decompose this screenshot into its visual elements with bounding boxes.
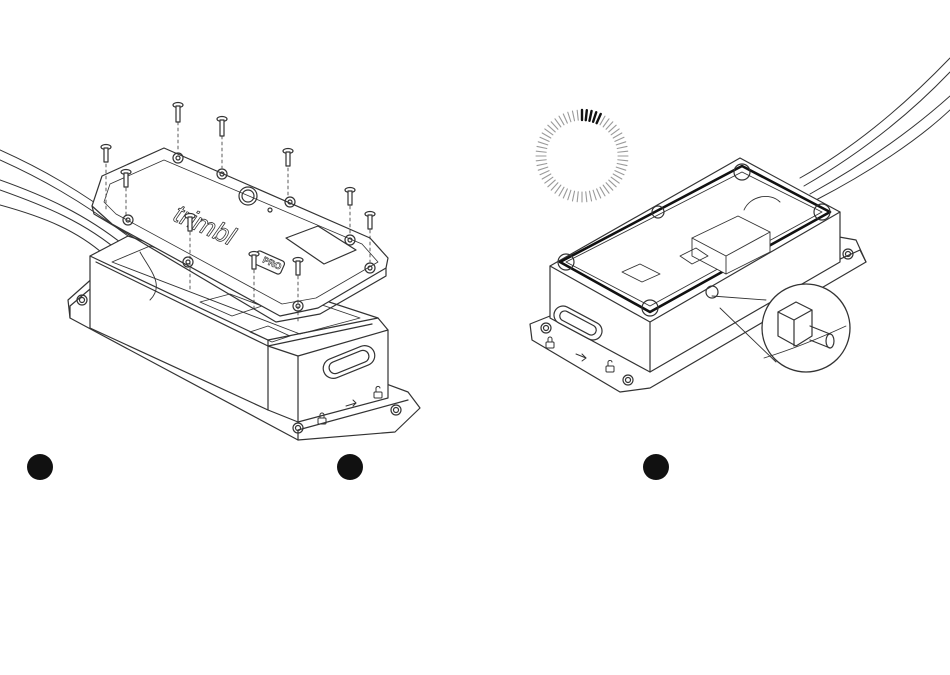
timer-tick [540, 137, 549, 141]
timer-tick-active [593, 112, 596, 122]
timer-tick [538, 167, 548, 170]
screw-icon [173, 103, 183, 153]
illustration-step-2 [530, 58, 950, 392]
timer-tick [617, 163, 627, 165]
timer-tick [616, 167, 626, 170]
timer-tick [615, 171, 624, 175]
timer-tick [613, 133, 622, 138]
timer-tick [559, 187, 564, 196]
timer-tick [563, 189, 567, 198]
timer-tick-active [597, 114, 601, 123]
timer-tick [597, 189, 601, 198]
timer-tick [603, 119, 609, 127]
timer-tick [568, 190, 571, 200]
step-3-marker [643, 454, 669, 480]
illustration-step-1: trimbl PRO [0, 103, 420, 441]
timer-tick [617, 146, 627, 148]
timer-tick [568, 112, 571, 122]
timer-tick [548, 180, 555, 187]
timer-tick [589, 191, 591, 201]
timer-tick [606, 122, 613, 129]
timer-tick [600, 187, 605, 196]
timer-tick [559, 116, 564, 125]
timer-dial-icon [536, 110, 628, 202]
timer-tick [551, 183, 558, 190]
timer-tick [577, 110, 578, 120]
timer-tick [611, 177, 619, 183]
timer-tick [542, 174, 551, 179]
timer-tick [551, 122, 558, 129]
timer-tick [536, 160, 546, 161]
timer-tick [611, 129, 619, 135]
timer-tick [618, 151, 628, 152]
timer-tick [613, 174, 622, 179]
timer-tick [600, 116, 605, 125]
timer-tick [540, 171, 549, 175]
timer-tick [593, 190, 596, 200]
timer-tick [577, 192, 578, 202]
timer-tick [616, 142, 626, 145]
step-2-marker [337, 454, 363, 480]
timer-tick [586, 192, 587, 202]
timer-tick [537, 146, 547, 148]
screw-icon [217, 117, 227, 169]
timer-tick [609, 125, 616, 132]
timer-tick [572, 191, 574, 201]
step-1-marker [27, 454, 53, 480]
timer-tick [606, 183, 613, 190]
cable-bundle-right [800, 58, 950, 200]
timer-tick-active [589, 111, 591, 121]
timer-tick [603, 185, 609, 193]
screw-icon [283, 149, 293, 197]
timer-tick [537, 163, 547, 165]
timer-tick [538, 142, 548, 145]
timer-tick [572, 111, 574, 121]
timer-tick [545, 129, 553, 135]
timer-tick [548, 125, 555, 132]
timer-tick [536, 151, 546, 152]
timer-tick [615, 137, 624, 141]
timer-tick [545, 177, 553, 183]
timer-tick [609, 180, 616, 187]
timer-tick [555, 119, 561, 127]
timer-tick [618, 160, 628, 161]
timer-tick [542, 133, 551, 138]
timer-tick [563, 114, 567, 123]
timer-tick [555, 185, 561, 193]
timer-tick-active [586, 110, 587, 120]
